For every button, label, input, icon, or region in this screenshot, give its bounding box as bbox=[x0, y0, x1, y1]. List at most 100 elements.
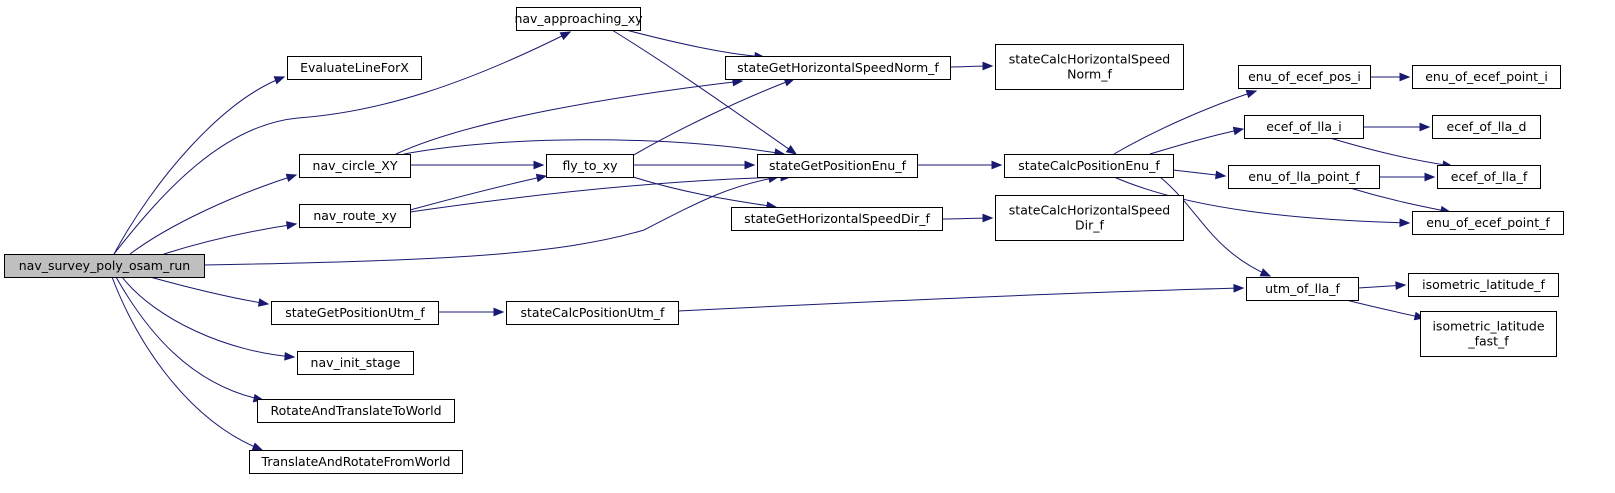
edge-line bbox=[163, 223, 297, 255]
node-approach[interactable]: nav_approaching_xy bbox=[514, 7, 643, 31]
edge-arrowhead bbox=[1399, 218, 1411, 228]
node-box[interactable] bbox=[1412, 211, 1564, 235]
edge-eceflla_i-to-eceflla_f bbox=[1329, 137, 1454, 169]
edge-circle-to-posenu bbox=[403, 139, 786, 157]
node-root[interactable]: nav_survey_poly_osam_run bbox=[4, 254, 205, 278]
edge-arrowhead bbox=[257, 298, 270, 307]
node-label: enu_of_lla_point_f bbox=[1248, 169, 1360, 184]
node-circle[interactable]: nav_circle_XY bbox=[299, 154, 411, 178]
node-box[interactable] bbox=[1437, 165, 1541, 189]
node-box[interactable] bbox=[995, 44, 1184, 90]
node-hspeeddir[interactable]: stateGetHorizontalSpeedDir_f bbox=[731, 207, 943, 231]
edge-enuecefpos-to-enuecefpt_i bbox=[1369, 72, 1411, 82]
node-box[interactable] bbox=[1228, 165, 1380, 189]
node-posenu[interactable]: stateGetPositionEnu_f bbox=[757, 154, 918, 178]
node-box[interactable] bbox=[731, 207, 943, 231]
node-box[interactable] bbox=[1244, 115, 1364, 139]
node-label: Norm_f bbox=[1067, 67, 1112, 82]
node-label: nav_survey_poly_osam_run bbox=[19, 258, 190, 273]
node-isolat[interactable]: isometric_latitude_f bbox=[1408, 273, 1559, 297]
node-box[interactable] bbox=[299, 204, 411, 228]
node-box[interactable] bbox=[299, 154, 411, 178]
node-label: enu_of_ecef_point_i bbox=[1425, 69, 1548, 84]
node-box[interactable] bbox=[995, 195, 1184, 241]
node-label: stateGetPositionUtm_f bbox=[285, 305, 425, 320]
node-transrot[interactable]: TranslateAndRotateFromWorld bbox=[249, 450, 463, 474]
edge-arrowhead bbox=[1424, 172, 1436, 182]
edge-line bbox=[113, 76, 285, 255]
node-box[interactable] bbox=[1408, 273, 1559, 297]
node-rottrans[interactable]: RotateAndTranslateToWorld bbox=[257, 399, 455, 423]
node-isolatfast[interactable]: isometric_latitude_fast_f bbox=[1420, 311, 1557, 357]
node-eceflla_d[interactable]: ecef_of_lla_d bbox=[1432, 115, 1541, 139]
node-label: nav_route_xy bbox=[313, 208, 397, 223]
node-box[interactable] bbox=[249, 450, 463, 474]
edge-arrowhead bbox=[285, 173, 298, 183]
node-box[interactable] bbox=[506, 301, 679, 325]
node-label: isometric_latitude_f bbox=[1422, 277, 1545, 292]
edges-layer bbox=[111, 29, 1454, 451]
node-label: Dir_f bbox=[1075, 218, 1104, 233]
node-calcutm[interactable]: stateCalcPositionUtm_f bbox=[506, 301, 679, 325]
node-box[interactable] bbox=[257, 399, 455, 423]
node-label: isometric_latitude bbox=[1432, 319, 1544, 334]
node-eceflla_f[interactable]: ecef_of_lla_f bbox=[1437, 165, 1541, 189]
node-label: stateCalcPositionEnu_f bbox=[1018, 158, 1160, 173]
edge-utmlla-to-isolatfast bbox=[1345, 299, 1426, 321]
edge-calcenu-to-enullapt bbox=[1172, 169, 1227, 180]
node-box[interactable] bbox=[1412, 65, 1561, 89]
node-label: nav_approaching_xy bbox=[514, 11, 643, 26]
edge-line bbox=[395, 80, 743, 155]
node-enuecefpos[interactable]: enu_of_ecef_pos_i bbox=[1238, 65, 1371, 89]
node-box[interactable] bbox=[271, 301, 439, 325]
node-box[interactable] bbox=[4, 254, 205, 278]
node-utmlla[interactable]: utm_of_lla_f bbox=[1246, 277, 1359, 301]
edge-arrowhead bbox=[1245, 89, 1258, 99]
node-box[interactable] bbox=[546, 154, 634, 178]
edge-enullapt-to-eceflla_f bbox=[1378, 172, 1436, 182]
edge-root-to-approach bbox=[113, 31, 572, 255]
node-box[interactable] bbox=[516, 7, 641, 31]
node-enuecefpt_f[interactable]: enu_of_ecef_point_f bbox=[1412, 211, 1564, 235]
node-box[interactable] bbox=[287, 56, 422, 80]
node-calcenu[interactable]: stateCalcPositionEnu_f bbox=[1004, 154, 1174, 178]
node-box[interactable] bbox=[1420, 311, 1557, 357]
edge-arrowhead bbox=[744, 160, 756, 170]
node-enuecefpt_i[interactable]: enu_of_ecef_point_i bbox=[1412, 65, 1561, 89]
edge-line bbox=[409, 176, 791, 213]
node-label: TranslateAndRotateFromWorld bbox=[261, 454, 451, 469]
node-hspeednorm[interactable]: stateGetHorizontalSpeedNorm_f bbox=[725, 56, 951, 80]
node-posutm[interactable]: stateGetPositionUtm_f bbox=[271, 301, 439, 325]
node-box[interactable] bbox=[297, 351, 414, 375]
edge-root-to-initstage bbox=[121, 276, 296, 361]
node-route[interactable]: nav_route_xy bbox=[299, 204, 411, 228]
edge-arrowhead bbox=[1215, 170, 1227, 180]
node-flyto[interactable]: fly_to_xy bbox=[546, 154, 634, 178]
edge-root-to-circle bbox=[129, 173, 298, 255]
node-box[interactable] bbox=[1432, 115, 1541, 139]
node-initstage[interactable]: nav_init_stage bbox=[297, 351, 414, 375]
edge-arrowhead bbox=[273, 76, 286, 85]
edge-flyto-to-hspeednorm bbox=[631, 78, 796, 157]
edge-hspeednorm-to-calcnorm bbox=[949, 61, 994, 71]
node-evalx[interactable]: EvaluateLineForX bbox=[287, 56, 422, 80]
node-box[interactable] bbox=[725, 56, 951, 80]
node-label: nav_circle_XY bbox=[313, 158, 398, 173]
edge-line bbox=[1345, 299, 1425, 319]
edge-line bbox=[129, 174, 297, 255]
edge-circle-to-hspeednorm bbox=[395, 77, 744, 155]
edge-line bbox=[629, 175, 777, 208]
node-box[interactable] bbox=[757, 154, 918, 178]
edge-root-to-rottrans bbox=[115, 276, 265, 403]
node-eceflla_i[interactable]: ecef_of_lla_i bbox=[1244, 115, 1364, 139]
edge-approach-to-hspeednorm bbox=[625, 29, 766, 61]
node-enullapt[interactable]: enu_of_lla_point_f bbox=[1228, 165, 1380, 189]
node-box[interactable] bbox=[1246, 277, 1359, 301]
edge-arrowhead bbox=[1395, 281, 1407, 290]
node-box[interactable] bbox=[1004, 154, 1174, 178]
node-box[interactable] bbox=[1238, 65, 1371, 89]
node-label: enu_of_ecef_point_f bbox=[1426, 215, 1550, 230]
